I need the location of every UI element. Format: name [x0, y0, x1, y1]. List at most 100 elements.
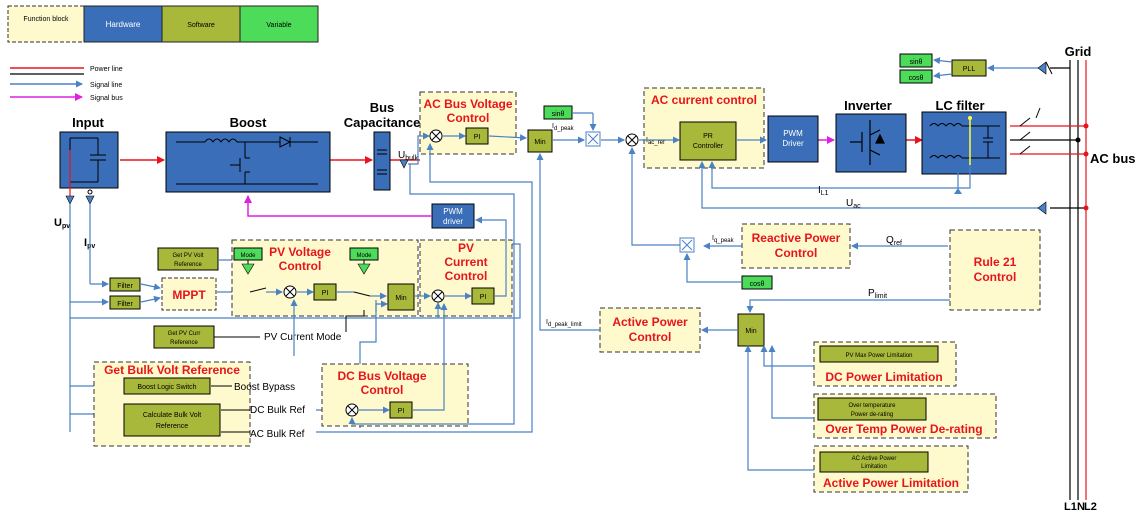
- grid-breaker-icon: [1019, 107, 1041, 155]
- svg-text:Over temperature: Over temperature: [848, 403, 896, 409]
- svg-text:Power de-rating: Power de-rating: [851, 412, 893, 418]
- legend-variable: [239, 5, 319, 43]
- legend-signal-line-label: Signal line: [90, 82, 122, 89]
- bus-cap-title-1: Bus: [370, 100, 395, 115]
- svg-text:cosθ: cosθ: [909, 75, 924, 82]
- bus-cap-title-2: Capacitance: [344, 115, 421, 130]
- over-temp-software-block: [817, 397, 927, 421]
- boost-circuit-icon: [176, 136, 318, 185]
- ac-bus-voltage-title-1: AC Bus Voltage: [423, 97, 512, 111]
- pwm-driver-boost-label-1: PWM: [443, 207, 463, 216]
- pv-voltage-pi-block: [313, 283, 337, 301]
- pv-current-mode-label: PV Current Mode: [264, 332, 342, 343]
- rule21-title-2: Control: [974, 270, 1017, 284]
- dc-bus-pi-block: [389, 401, 413, 419]
- svg-text:Min: Min: [534, 139, 545, 146]
- inverter-switch-icon: [850, 120, 885, 165]
- legend: Function block Hardware Software Variabl…: [7, 5, 319, 102]
- pv-min-block: [387, 283, 415, 311]
- svg-text:Boost Logic Switch: Boost Logic Switch: [137, 384, 196, 391]
- cos-theta-top: [899, 69, 933, 84]
- legend-hardware-label: Hardware: [106, 20, 141, 29]
- calc-bulk-volt-ref-block: [123, 403, 221, 437]
- pll-block: [951, 59, 987, 77]
- boost-block: [165, 131, 331, 193]
- mppt-title: MPPT: [172, 288, 206, 302]
- svg-text:Get PV Curr: Get PV Curr: [168, 331, 201, 337]
- id-peak-label: Id_peak: [552, 123, 575, 132]
- grid-l2-label: L2: [1084, 501, 1097, 513]
- pwm-driver-top-label-2: Driver: [782, 139, 804, 148]
- over-temp-title: Over Temp Power De-rating: [825, 422, 982, 436]
- active-power-limitation-title: Active Power Limitation: [823, 476, 959, 490]
- inverter-title: Inverter: [844, 98, 892, 113]
- svg-text:Mode: Mode: [240, 253, 256, 259]
- svg-text:Calculate Bulk Volt: Calculate Bulk Volt: [143, 412, 201, 419]
- pv-current-title-2: Current: [444, 255, 487, 269]
- svg-text:Reference: Reference: [174, 262, 202, 268]
- legend-software: [161, 5, 241, 43]
- svg-text:Min: Min: [745, 328, 756, 335]
- boost-logic-switch-block: [123, 377, 211, 395]
- pv-current-pi-block: [471, 287, 495, 305]
- svg-text:AC Active Power: AC Active Power: [852, 456, 897, 462]
- pwm-driver-boost: [431, 203, 475, 229]
- i-pv-label: Ipv: [84, 237, 95, 250]
- pr-controller-block: [679, 121, 737, 161]
- svg-text:PR: PR: [703, 133, 713, 140]
- svg-text:sinθ: sinθ: [552, 111, 565, 118]
- legend-function-block: [7, 5, 85, 43]
- boost-bypass-label: Boost Bypass: [234, 382, 295, 393]
- reactive-title-2: Control: [775, 246, 818, 260]
- legend-function-block-label: Function block: [23, 16, 69, 23]
- svg-text:Reference: Reference: [156, 423, 188, 430]
- ac-bus-pi-block: [465, 127, 489, 145]
- input-block: [59, 131, 119, 189]
- bulk-ref-title: Get Bulk Volt Reference: [104, 363, 240, 377]
- reactive-title-1: Reactive Power: [752, 231, 841, 245]
- get-pv-volt-ref-block: [157, 247, 219, 271]
- svg-text:Filter: Filter: [117, 301, 133, 308]
- filter-block-ipv: [109, 277, 141, 292]
- boost-title: Boost: [230, 115, 268, 130]
- active-power-control-block: [599, 307, 701, 353]
- inverter-block: [835, 113, 907, 173]
- pv-current-title-3: Control: [445, 269, 488, 283]
- ac-min-block: [527, 129, 553, 153]
- input-title: Input: [72, 115, 104, 130]
- svg-text:Mode: Mode: [356, 253, 372, 259]
- svg-text:Min: Min: [395, 295, 406, 302]
- svg-text:PI: PI: [398, 408, 405, 415]
- pll-section: sinθ cosθ PLL: [899, 53, 1070, 84]
- bus-capacitance-block: [373, 131, 391, 191]
- legend-software-label: Software: [187, 22, 215, 29]
- lc-filter-title: LC filter: [935, 98, 984, 113]
- grid-n-label: N: [1077, 501, 1085, 513]
- pwm-driver-top: [767, 115, 819, 163]
- grid-title: Grid: [1065, 44, 1092, 59]
- svg-text:PI: PI: [480, 294, 487, 301]
- plimit-label: Plimit: [868, 288, 887, 300]
- mppt-block: [161, 277, 217, 311]
- dc-power-limitation-title: DC Power Limitation: [825, 370, 942, 384]
- qref-label: Qref: [886, 235, 902, 247]
- svg-text:Reference: Reference: [170, 340, 198, 346]
- iq-peak-label: Iq_peak: [712, 235, 735, 244]
- u-bulk-label: Ubulk: [398, 150, 419, 162]
- ac-bus-voltage-title-2: Control: [447, 111, 490, 125]
- grid-lines: Grid AC bus L1 N L2: [1064, 44, 1136, 513]
- active-title-2: Control: [629, 330, 672, 344]
- lc-filter-icon: [929, 123, 1000, 159]
- pv-voltage-title-1: PV Voltage: [269, 245, 331, 259]
- u-pv-label: Upv: [54, 217, 70, 230]
- svg-text:PLL: PLL: [963, 66, 976, 73]
- pv-voltage-title-2: Control: [279, 259, 322, 273]
- lc-filter-block: [921, 111, 1007, 175]
- rule21-control-block: [949, 229, 1041, 311]
- pv-current-title-1: PV: [458, 241, 474, 255]
- pwm-driver-boost-label-2: driver: [443, 217, 463, 226]
- ac-bus-label: AC bus: [1090, 151, 1136, 166]
- bus-capacitor-icon: [377, 149, 387, 175]
- dc-bus-voltage-title-1: DC Bus Voltage: [337, 369, 426, 383]
- pwm-driver-top-label-1: PWM: [783, 129, 803, 138]
